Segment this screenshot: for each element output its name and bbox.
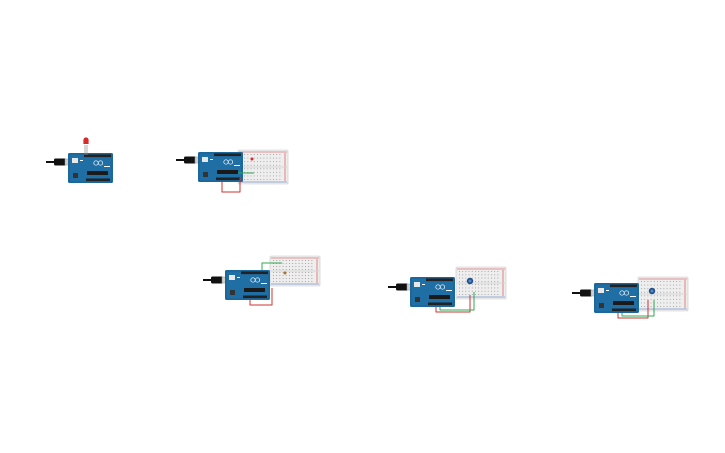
jumper-wire	[221, 178, 241, 193]
breadboard[interactable]	[237, 149, 289, 185]
breadboard[interactable]	[269, 255, 321, 287]
jumper-wire	[249, 288, 273, 306]
microcontroller-chip	[244, 288, 265, 292]
circuit-breadboard-led[interactable]	[176, 149, 289, 193]
led	[250, 157, 254, 161]
circuit-breadboard-pot-1[interactable]	[388, 266, 507, 313]
power-jack	[73, 173, 78, 178]
analog-header	[428, 302, 452, 306]
arduino-uno-board[interactable]	[198, 152, 243, 182]
jumper-wire	[439, 292, 475, 311]
microcontroller-chip	[87, 171, 108, 175]
analog-header	[612, 308, 636, 312]
digital-header	[426, 278, 453, 282]
digital-header	[214, 153, 241, 157]
digital-header	[84, 154, 111, 158]
led	[83, 137, 89, 155]
circuit-breadboard-pot-2[interactable]	[572, 276, 689, 319]
jumper-wire	[621, 300, 655, 317]
potentiometer[interactable]	[466, 277, 474, 285]
potentiometer[interactable]	[648, 287, 656, 295]
analog-header	[216, 177, 240, 181]
analog-header	[243, 295, 267, 299]
jumper-wire	[261, 262, 282, 270]
arduino-uno-board[interactable]	[410, 277, 455, 307]
jumper-wire	[435, 295, 471, 313]
microcontroller-chip	[429, 295, 450, 299]
microcontroller-chip	[217, 170, 238, 174]
sensor	[283, 271, 287, 275]
jumper-wire	[617, 300, 649, 319]
microcontroller-chip	[613, 301, 634, 305]
arduino-uno-board[interactable]	[594, 283, 639, 313]
circuit-breadboard-sensor[interactable]	[203, 255, 321, 306]
analog-header	[86, 178, 110, 182]
arduino-uno-board[interactable]	[68, 153, 113, 183]
breadboard[interactable]	[455, 266, 507, 300]
breadboard[interactable]	[637, 276, 689, 312]
digital-header	[610, 284, 637, 288]
power-jack	[203, 172, 208, 177]
digital-header	[241, 271, 268, 275]
power-jack	[230, 290, 235, 295]
arduino-uno-board[interactable]	[225, 270, 270, 300]
power-jack	[599, 303, 604, 308]
power-jack	[415, 297, 420, 302]
circuit-led-blink[interactable]	[46, 137, 113, 183]
